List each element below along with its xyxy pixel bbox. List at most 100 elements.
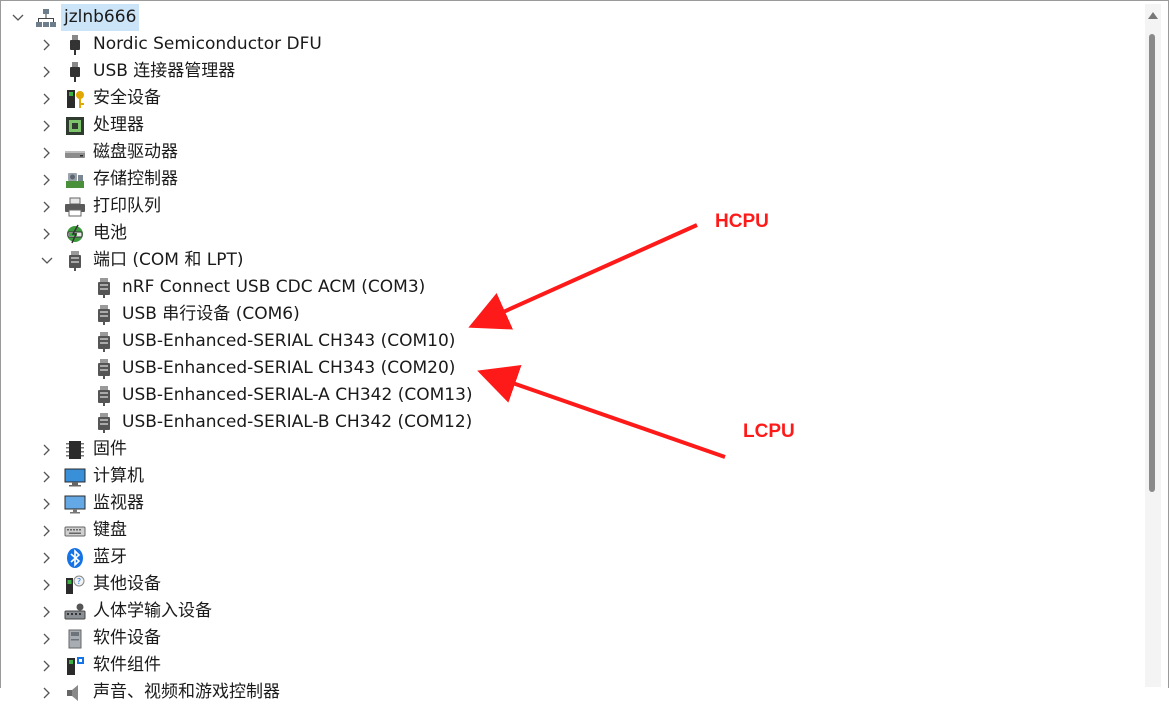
- svg-text:?: ?: [77, 577, 81, 586]
- vertical-scrollbar[interactable]: [1143, 4, 1165, 687]
- tree-item-4[interactable]: 磁盘驱动器: [0, 139, 1140, 166]
- tree-item-label: nRF Connect USB CDC ACM (COM3): [122, 277, 426, 297]
- tree-item-22[interactable]: 软件设备: [0, 625, 1140, 652]
- chevron-down-icon[interactable]: [38, 247, 56, 274]
- tree-item-7[interactable]: 电池: [0, 220, 1140, 247]
- tree-item-label: 存储控制器: [93, 169, 178, 189]
- chevron-right-icon[interactable]: [38, 220, 56, 247]
- tree-item-2[interactable]: 安全设备: [0, 85, 1140, 112]
- tree-item-13[interactable]: USB-Enhanced-SERIAL-A CH342 (COM13): [0, 382, 1140, 409]
- tree-item-label: 打印队列: [93, 196, 161, 216]
- tree-item-9[interactable]: nRF Connect USB CDC ACM (COM3): [0, 274, 1140, 301]
- tree-item-label: 端口 (COM 和 LPT): [93, 250, 244, 270]
- chevron-right-icon[interactable]: [38, 517, 56, 544]
- tree-item-11[interactable]: USB-Enhanced-SERIAL CH343 (COM10): [0, 328, 1140, 355]
- usb-plug-icon: [63, 33, 87, 57]
- tree-item-label: 固件: [93, 439, 127, 459]
- tree-item-19[interactable]: 蓝牙: [0, 544, 1140, 571]
- port-connector-icon: [92, 357, 116, 381]
- tree-item-label: USB-Enhanced-SERIAL-B CH342 (COM12): [122, 412, 473, 432]
- tree-item-label: 安全设备: [93, 88, 161, 108]
- chevron-right-icon[interactable]: [38, 652, 56, 679]
- software-device-icon: [63, 627, 87, 651]
- monitor-icon: [63, 492, 87, 516]
- tree-item-21[interactable]: 人体学输入设备: [0, 598, 1140, 625]
- hcpu-arrow: [468, 223, 698, 330]
- storage-controller-icon: [63, 168, 87, 192]
- usb-plug-icon: [63, 60, 87, 84]
- chevron-right-icon[interactable]: [38, 490, 56, 517]
- tree-item-8[interactable]: 端口 (COM 和 LPT): [0, 247, 1140, 274]
- chevron-down-icon[interactable]: [9, 4, 27, 31]
- chevron-right-icon[interactable]: [38, 463, 56, 490]
- tree-item-6[interactable]: 打印队列: [0, 193, 1140, 220]
- chevron-right-icon[interactable]: [38, 31, 56, 58]
- tree-item-label: 磁盘驱动器: [93, 142, 178, 162]
- tree-item-label: USB-Enhanced-SERIAL CH343 (COM10): [122, 331, 456, 351]
- tree-item-14[interactable]: USB-Enhanced-SERIAL-B CH342 (COM12): [0, 409, 1140, 436]
- printer-icon: [63, 195, 87, 219]
- tree-item-label: 软件设备: [93, 628, 161, 648]
- tree-item-10[interactable]: USB 串行设备 (COM6): [0, 301, 1140, 328]
- port-connector-icon: [92, 411, 116, 435]
- chevron-right-icon[interactable]: [38, 166, 56, 193]
- tree-item-5[interactable]: 存储控制器: [0, 166, 1140, 193]
- unknown-device-icon: ?: [63, 573, 87, 597]
- tree-item-0[interactable]: Nordic Semiconductor DFU: [0, 31, 1140, 58]
- annotation-arrows: [468, 223, 726, 459]
- tree-item-label: USB 连接器管理器: [93, 61, 236, 81]
- tree-item-17[interactable]: 监视器: [0, 490, 1140, 517]
- hid-device-icon: [63, 600, 87, 624]
- port-connector-icon: [92, 384, 116, 408]
- tree-item-label: USB-Enhanced-SERIAL CH343 (COM20): [122, 358, 456, 378]
- chevron-right-icon[interactable]: [38, 85, 56, 112]
- tree-item-15[interactable]: 固件: [0, 436, 1140, 463]
- chevron-right-icon[interactable]: [38, 193, 56, 220]
- tree-item-12[interactable]: USB-Enhanced-SERIAL CH343 (COM20): [0, 355, 1140, 382]
- hcpu-annotation: HCPU: [715, 211, 769, 232]
- computer-network-icon: [34, 6, 58, 30]
- chevron-right-icon[interactable]: [38, 598, 56, 625]
- chevron-right-icon[interactable]: [38, 436, 56, 463]
- lcpu-annotation: LCPU: [743, 421, 795, 442]
- tree-item-20[interactable]: ? 其他设备: [0, 571, 1140, 598]
- tree-item-label: USB-Enhanced-SERIAL-A CH342 (COM13): [122, 385, 473, 405]
- tree-item-label: 键盘: [93, 520, 127, 540]
- tree-item-18[interactable]: 键盘: [0, 517, 1140, 544]
- chevron-right-icon[interactable]: [38, 625, 56, 652]
- scrollbar-thumb[interactable]: [1149, 34, 1155, 492]
- tree-item-label: 蓝牙: [93, 547, 127, 567]
- security-key-icon: [63, 87, 87, 111]
- chevron-right-icon[interactable]: [38, 544, 56, 571]
- tree-item-label: 监视器: [93, 493, 144, 513]
- tree-root-item[interactable]: jzlnb666: [0, 4, 1140, 31]
- chevron-right-icon[interactable]: [38, 139, 56, 166]
- scroll-up-arrow-icon[interactable]: [1148, 12, 1158, 19]
- tree-item-label: Nordic Semiconductor DFU: [93, 34, 322, 54]
- tree-item-23[interactable]: 软件组件: [0, 652, 1140, 679]
- chevron-right-icon[interactable]: [38, 58, 56, 85]
- disk-drive-icon: [63, 141, 87, 165]
- battery-icon: [63, 222, 87, 246]
- tree-item-3[interactable]: 处理器: [0, 112, 1140, 139]
- tree-item-label: 处理器: [93, 115, 144, 135]
- tree-item-label: 人体学输入设备: [93, 601, 212, 621]
- keyboard-icon: [63, 519, 87, 543]
- tree-item-1[interactable]: USB 连接器管理器: [0, 58, 1140, 85]
- firmware-chip-icon: [63, 438, 87, 462]
- tree-item-label: 计算机: [93, 466, 144, 486]
- port-connector-icon: [63, 249, 87, 273]
- port-connector-icon: [92, 303, 116, 327]
- port-connector-icon: [92, 276, 116, 300]
- computer-monitor-icon: [63, 465, 87, 489]
- chevron-right-icon[interactable]: [38, 112, 56, 139]
- processor-chip-icon: [63, 114, 87, 138]
- lcpu-arrow: [477, 364, 726, 459]
- tree-item-label: 其他设备: [93, 574, 161, 594]
- software-component-icon: [63, 654, 87, 678]
- chevron-right-icon[interactable]: [38, 571, 56, 598]
- tree-item-16[interactable]: 计算机: [0, 463, 1140, 490]
- tree-item-label: 软件组件: [93, 655, 161, 675]
- tree-item-label: USB 串行设备 (COM6): [122, 304, 300, 324]
- port-connector-icon: [92, 330, 116, 354]
